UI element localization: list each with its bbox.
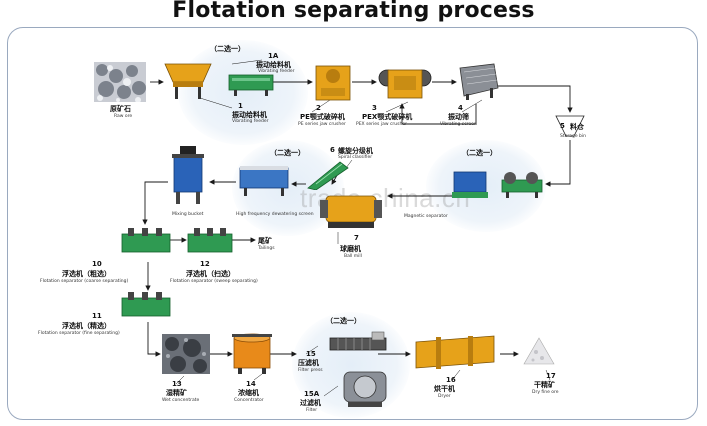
label-6: 螺旋分级机	[338, 147, 373, 155]
storage-bin-icon	[555, 115, 585, 137]
filter-press-icon	[329, 331, 387, 351]
label-tailings-en: Tailings	[258, 246, 275, 251]
num-4: 4	[458, 104, 463, 112]
label-raw-ore: 原矿石	[110, 105, 131, 113]
label-3-en: PEX series jaw crusher	[356, 122, 407, 127]
magnetic-separator-icon	[452, 171, 488, 198]
label-12: 浮选机（扫选）	[186, 270, 235, 278]
group-label-grinding: （二选一）	[270, 149, 305, 157]
label-raw-ore-en: Raw ore	[114, 114, 133, 119]
num-14: 14	[246, 380, 256, 388]
flotation-sweep-icon	[187, 228, 233, 253]
ball-mill-icon	[320, 195, 382, 228]
label-17: 干精矿	[534, 381, 555, 389]
raw-ore-image	[94, 62, 146, 102]
label-14-en: Concentrator	[234, 398, 264, 403]
num-6: 6	[330, 146, 335, 154]
label-15: 压滤机	[298, 359, 319, 367]
num-1: 1	[238, 102, 243, 110]
num-16: 16	[446, 376, 456, 384]
label-3: PEX颚式破碎机	[362, 113, 413, 121]
concentrator-icon	[232, 333, 272, 374]
dry-fine-ore-image	[523, 337, 555, 365]
label-13-en: Wet concentrate	[162, 398, 200, 403]
spiral-classifier-icon	[307, 161, 349, 190]
label-17-en: Dry fine ore	[532, 390, 559, 395]
num-1a: 1A	[268, 52, 279, 60]
vibrating-feeder-1-icon	[164, 63, 212, 99]
num-2: 2	[316, 104, 321, 112]
label-11: 浮选机（精选）	[62, 322, 111, 330]
label-16-en: Dryer	[438, 394, 451, 399]
label-16: 烘干机	[434, 385, 455, 393]
group-label-magnetic: （二选一）	[462, 149, 497, 157]
label-1: 振动给料机	[232, 111, 267, 119]
pe-jaw-crusher-icon	[315, 65, 351, 101]
feeder-machine-icon	[501, 172, 543, 198]
dryer-icon	[415, 335, 495, 369]
label-10-en: Flotation separator (coarse separating)	[40, 279, 129, 284]
diagram-frame	[7, 27, 698, 420]
label-14: 浓缩机	[238, 389, 259, 397]
label-6-en: Spiral classifier	[338, 155, 373, 160]
num-11: 11	[92, 312, 102, 320]
label-15-en: Filter press	[298, 368, 323, 373]
label-15a-en: Filter	[306, 408, 318, 413]
label-1-en: Vibrating feeder	[232, 119, 269, 124]
label-1a-en: Vibrating feeder	[258, 69, 295, 74]
num-3: 3	[372, 104, 377, 112]
label-2: PE颚式破碎机	[300, 113, 345, 121]
label-5-en: Storage bin	[560, 134, 586, 139]
vibrating-screen-icon	[459, 63, 499, 100]
label-13: 湿精矿	[166, 389, 187, 397]
num-17: 17	[546, 372, 556, 380]
label-mixing-bucket-en: Mixing bucket	[172, 212, 204, 217]
num-15a: 15A	[304, 390, 320, 398]
dewatering-screen-icon	[239, 166, 289, 196]
label-dewatering-en: High frequency dewatering screen	[236, 212, 314, 217]
group-label-crushing: （二选一）	[210, 45, 245, 53]
label-7: 球磨机	[340, 245, 361, 253]
mixing-bucket-icon	[172, 146, 204, 204]
label-magnetic-separator-en: Magnetic separator	[404, 214, 448, 219]
group-label-filter: （二选一）	[326, 317, 361, 325]
diagram-title: Flotation separating process	[172, 0, 535, 23]
label-4: 振动筛	[448, 113, 469, 121]
num-7: 7	[354, 234, 359, 242]
label-10: 浮选机（粗选）	[62, 270, 111, 278]
pex-jaw-crusher-icon	[378, 69, 432, 99]
num-15: 15	[306, 350, 316, 358]
label-12-en: Flotation separator (sweep separating)	[170, 279, 258, 284]
num-5: 5	[560, 122, 565, 130]
filter-drum-icon	[343, 371, 387, 407]
label-4-en: Vibrating screen	[440, 122, 477, 127]
label-1a: 振动给料机	[256, 61, 291, 69]
flotation-fine-icon	[121, 292, 171, 317]
label-5: 料仓	[570, 123, 584, 131]
label-7-en: Ball mill	[344, 254, 362, 259]
label-15a: 过滤机	[300, 399, 321, 407]
num-12: 12	[200, 260, 210, 268]
wet-concentrate-image	[162, 334, 210, 374]
label-11-en: Flotation separator (fine separating)	[38, 331, 120, 336]
num-10: 10	[92, 260, 102, 268]
flotation-rough-icon	[121, 228, 171, 253]
vibrating-feeder-1a-icon	[228, 74, 274, 96]
label-tailings: 尾矿	[258, 237, 272, 245]
label-2-en: PE series jaw crusher	[298, 122, 346, 127]
num-13: 13	[172, 380, 182, 388]
